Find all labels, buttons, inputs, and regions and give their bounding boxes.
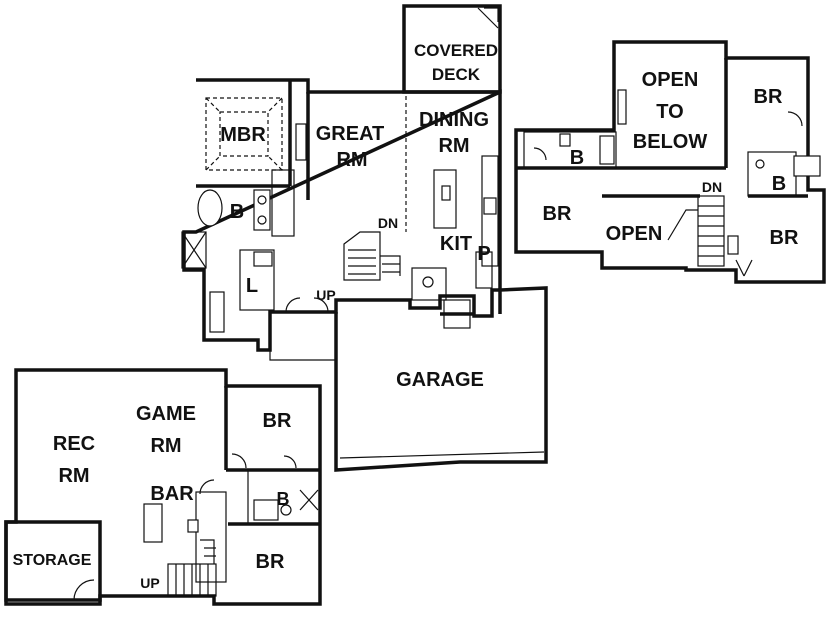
upper-floor-outline [514,40,826,284]
upper-bath-1-label: B [570,147,584,169]
mbr-tray-outer [205,97,283,171]
lower-bath-label: B [277,489,290,509]
great-room-label-1: GREAT [316,123,385,145]
upper-bath-2-sink [755,159,765,169]
open-to-below-label-2: TO [656,101,683,123]
lower-stair-landing [200,539,216,564]
rec-room-label-2: RM [58,465,89,487]
entry-closet [181,231,207,269]
upper-ledge [617,89,627,125]
range [483,197,497,215]
lower-bath-closet-x [299,489,319,511]
upper-bath-1-door [533,147,547,161]
upper-bath-1-tub [599,135,615,165]
kitchen-counter [481,155,499,267]
island-sink [441,185,451,201]
kitchen-label: KIT [440,233,472,255]
deck-corner-detail [477,7,499,29]
fireplace [295,123,307,161]
pantry [475,251,493,289]
lower-stair-up-label: UP [140,575,159,591]
pantry-label: P [477,243,490,265]
upper-stair-dn-label: DN [702,179,722,195]
bar-label: BAR [150,483,194,505]
powder-toilet [422,276,434,288]
main-stair-treads [348,249,376,275]
sink-1 [257,195,267,205]
mbr-tray-diagonals [205,97,283,171]
rec-room-label-1: REC [53,433,95,455]
main-floor-outline [182,78,502,352]
washer [253,251,273,267]
upper-stair-rail [667,209,698,241]
upper-floor [514,40,826,284]
storage-door [73,579,95,601]
stair-landing [380,255,401,276]
front-door-swing [285,297,329,313]
open-label: OPEN [606,223,663,245]
bedroom-w-label: BR [543,203,572,225]
upper-bath-1-sink [559,133,571,147]
bar-door [199,479,215,495]
upper-stair [697,195,725,267]
lower-bath-toilet [280,504,292,516]
upper-bath-2-tub [793,155,821,177]
room-labels: COVERED DECK DINING RM GREAT RM MBR B KI… [13,41,799,591]
bedroom-se-closet-door [735,259,753,277]
powder-room [411,267,447,301]
laundry-room [239,249,275,311]
bar-sink [187,519,199,533]
storage-room [4,520,102,602]
bar-counter [143,503,163,543]
bench [209,291,225,333]
game-room-label-1: GAME [136,403,196,425]
mbr-label: MBR [220,124,266,146]
garage-door-line [339,451,545,459]
covered-deck-label-1: COVERED [414,41,498,60]
storage-label: STORAGE [13,552,92,569]
upper-closet [727,235,739,255]
main-floor [181,4,502,352]
open-to-below-label-1: OPEN [642,69,699,91]
bedroom-ne-door [787,111,803,127]
game-room-label-2: RM [150,435,181,457]
dining-label-1: DINING [419,109,489,131]
bar-back [195,491,227,583]
main-stair [343,231,381,281]
lower-floor [4,368,322,606]
main-stair-up-label: UP [316,287,335,303]
garage-outline [334,286,548,472]
lower-stair-treads [175,564,209,596]
laundry-label: L [246,275,258,297]
entry-closet-x [181,231,207,269]
garage-label: GARAGE [396,369,484,391]
upper-stair-treads [698,205,724,257]
lower-bedroom-n-label: BR [263,410,292,432]
main-stair-dn-label: DN [378,215,398,231]
tub [197,189,223,227]
lower-bedroom-doors [231,453,297,469]
front-porch [269,312,336,361]
covered-deck-label-2: DECK [432,65,481,84]
great-room-label-2: RM [336,149,367,171]
dining-label-2: RM [438,135,469,157]
upper-bath-2-label: B [772,173,786,195]
lower-bath-vanity [253,499,279,521]
closet [271,169,295,237]
mbr-tray-inner [219,111,269,157]
bedroom-ne-label: BR [754,86,783,108]
master-bath-label: B [230,201,244,223]
sink-2 [257,215,267,225]
lower-bedroom-s-label: BR [256,551,285,573]
bedroom-se-label: BR [770,227,799,249]
open-to-below-label-3: BELOW [633,131,708,153]
